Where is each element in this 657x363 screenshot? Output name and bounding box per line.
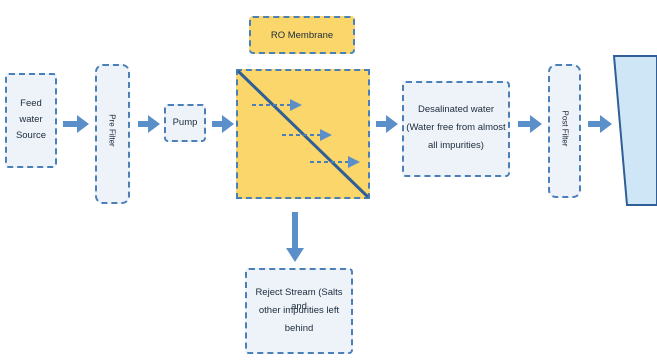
product-water-tank	[612, 55, 657, 206]
ro-membrane-label-box: RO Membrane	[249, 16, 355, 54]
arrow-feed-to-prefilter	[63, 115, 89, 133]
post-filter-box: Post Filter	[548, 64, 581, 198]
desalinated-line2: (Water free from almost	[406, 122, 506, 133]
arrow-membrane-to-desalinated	[376, 115, 398, 133]
pump-label: Pump	[172, 117, 198, 128]
ro-membrane-label: RO Membrane	[270, 30, 334, 41]
pre-filter-box: Pre Filter	[95, 64, 130, 204]
desalinated-water-box: Desalinated water (Water free from almos…	[402, 81, 510, 177]
reject-line1: Reject Stream (Salts and	[255, 287, 343, 312]
reject-stream-box: Reject Stream (Salts and other impuritie…	[245, 268, 353, 354]
feed-label-line1: Feed	[20, 98, 42, 109]
desalinated-line1: Desalinated water	[417, 104, 495, 115]
arrow-prefilter-to-pump	[138, 115, 160, 133]
arrow-membrane-to-reject	[286, 212, 304, 262]
feed-water-source-box: Feed water Source	[5, 73, 57, 168]
reject-line2: other impurities left	[258, 305, 340, 316]
arrow-postfilter-to-tank	[588, 115, 612, 133]
arrow-pump-to-membrane	[212, 115, 234, 133]
feed-label-line2: water	[19, 114, 43, 125]
reject-line3: behind	[284, 323, 314, 334]
feed-label-line3: Source	[15, 130, 47, 141]
desalinated-line3: all impurities)	[428, 140, 484, 151]
pump-box: Pump	[164, 104, 206, 142]
arrow-desalinated-to-postfilter	[518, 115, 542, 133]
